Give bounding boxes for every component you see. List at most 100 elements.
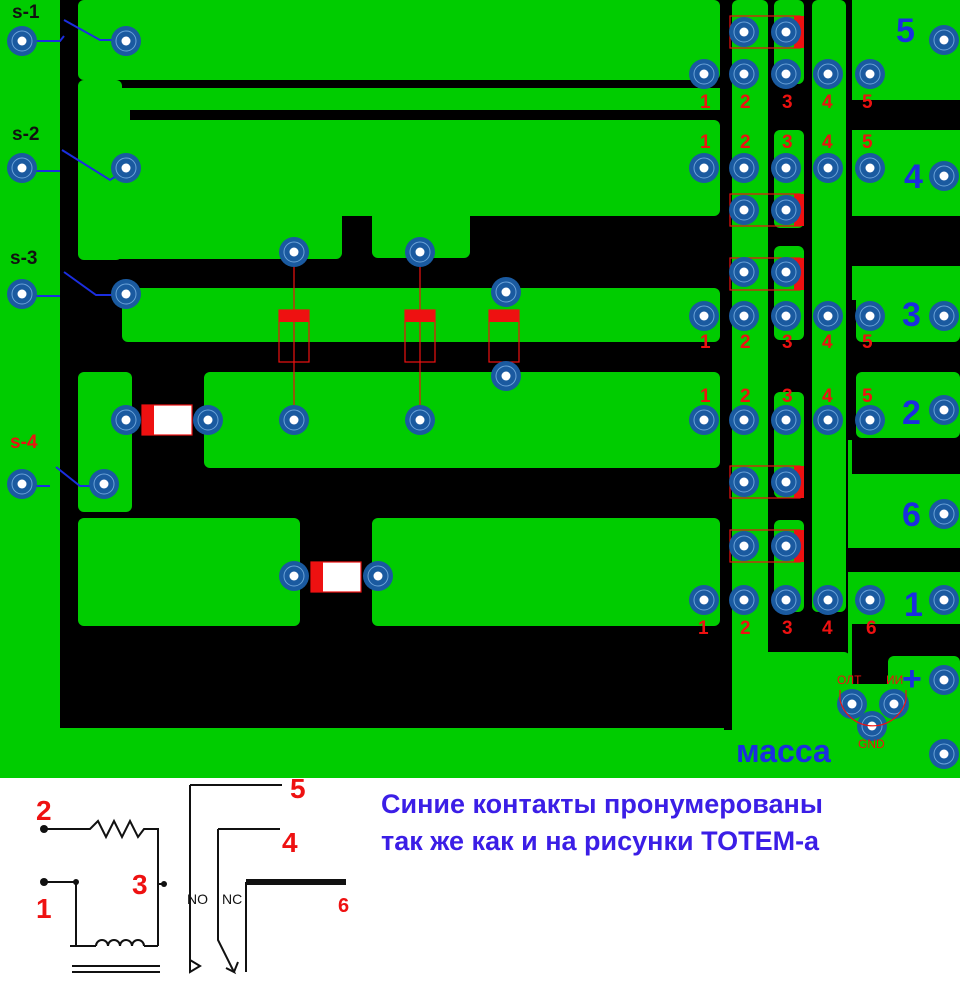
switch-label-s4: s-4 <box>10 432 38 453</box>
pad <box>111 153 141 183</box>
contact-label: 3 <box>782 132 793 153</box>
pad <box>855 59 885 89</box>
connector-label-left: ОЛТ <box>837 673 862 687</box>
switch-label-s1: s-1 <box>12 2 40 23</box>
contact-label: 2 <box>740 132 751 153</box>
blue-contact-label: 3 <box>902 296 921 334</box>
schematic-pin-label: 3 <box>132 869 148 900</box>
contact-label: 4 <box>822 386 833 407</box>
pad <box>729 153 759 183</box>
pad <box>111 279 141 309</box>
contact-label: 1 <box>700 332 711 353</box>
pad <box>279 237 309 267</box>
schematic-nc-label: NC <box>222 891 242 907</box>
contact-row-1: 1 2 3 4 5 <box>700 92 873 113</box>
relay-schematic <box>44 784 282 975</box>
pad <box>813 405 843 435</box>
contact-label: 4 <box>822 618 833 639</box>
caption-line-2: так же как и на рисунки TOTEM-а <box>381 826 820 856</box>
contact-label: 1 <box>698 618 709 639</box>
pad <box>491 277 521 307</box>
pad <box>89 469 119 499</box>
pad <box>729 467 759 497</box>
contact-label: 2 <box>740 386 751 407</box>
pad <box>7 469 37 499</box>
pad <box>729 17 759 47</box>
contact-label: 1 <box>700 132 711 153</box>
schematic-no-label: NO <box>187 891 208 907</box>
pad <box>855 153 885 183</box>
contact-row-2: 1 2 3 4 5 <box>700 132 873 153</box>
contact-label: 4 <box>822 92 833 113</box>
pad <box>279 561 309 591</box>
contact-row-3: 1 2 3 4 5 <box>700 332 873 353</box>
blue-contact-labels: 5 4 3 2 6 1 + <box>896 12 923 698</box>
diode-vertical <box>278 252 310 420</box>
pad <box>929 395 959 425</box>
pad <box>729 195 759 225</box>
contact-label: 5 <box>862 132 873 153</box>
blue-contact-label: 4 <box>904 158 923 196</box>
pad <box>929 665 959 695</box>
contact-label: 5 <box>862 386 873 407</box>
schematic-node <box>40 878 48 886</box>
pads <box>7 17 959 769</box>
pad <box>111 26 141 56</box>
pad <box>729 257 759 287</box>
pad <box>929 301 959 331</box>
pad <box>771 153 801 183</box>
contact-label: 3 <box>782 92 793 113</box>
contact-label: 3 <box>782 332 793 353</box>
pad <box>7 26 37 56</box>
pad <box>111 405 141 435</box>
pad <box>929 25 959 55</box>
contact-label: 2 <box>740 332 751 353</box>
diode-vertical <box>404 252 436 420</box>
schematic-node <box>161 881 167 887</box>
contact-label: 4 <box>822 132 833 153</box>
schematic-contact-bar <box>246 879 346 885</box>
pad <box>813 59 843 89</box>
diode-horizontal <box>141 404 193 436</box>
switch-label-s3: s-3 <box>10 248 37 269</box>
contact-row-5: 1 2 3 4 6 <box>698 618 877 639</box>
pad <box>771 59 801 89</box>
pad <box>771 531 801 561</box>
pad <box>729 405 759 435</box>
pad <box>729 301 759 331</box>
pad <box>929 739 959 769</box>
contact-label: 2 <box>740 92 751 113</box>
connector-symbol: ОЛТ ИИ GND <box>837 673 907 751</box>
pad <box>689 153 719 183</box>
contact-label: 6 <box>866 618 877 639</box>
pad <box>689 585 719 615</box>
pad <box>771 257 801 287</box>
pad <box>855 585 885 615</box>
pad <box>929 161 959 191</box>
pad <box>689 301 719 331</box>
schematic-pin-label: 1 <box>36 893 52 924</box>
pad <box>771 467 801 497</box>
blue-contact-label: 2 <box>902 394 921 432</box>
pad <box>491 361 521 391</box>
pad <box>771 585 801 615</box>
pad <box>729 531 759 561</box>
caption-line-1: Синие контакты пронумерованы <box>381 789 823 819</box>
contact-label: 4 <box>822 332 833 353</box>
contact-label: 5 <box>862 332 873 353</box>
blue-contact-label: 1 <box>904 586 923 624</box>
diode-horizontal <box>310 561 362 593</box>
blue-contact-label: + <box>902 660 922 698</box>
schematic-pin-label: 4 <box>282 827 298 858</box>
schematic-pin-labels: 2 1 3 5 4 6 <box>36 773 349 924</box>
contact-label: 2 <box>740 618 751 639</box>
contact-label: 5 <box>862 92 873 113</box>
pad <box>855 405 885 435</box>
pad <box>771 195 801 225</box>
pad <box>405 237 435 267</box>
pad <box>855 301 885 331</box>
contact-label: 3 <box>782 618 793 639</box>
connector-label-bottom: GND <box>858 737 885 751</box>
